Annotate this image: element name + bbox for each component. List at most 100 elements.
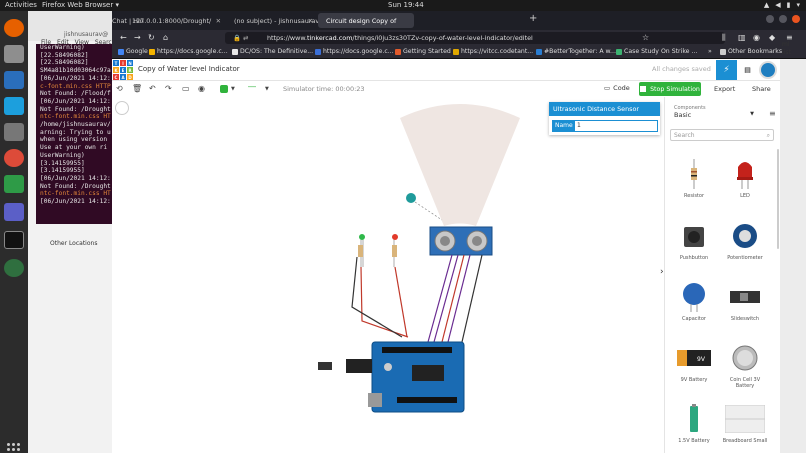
avatar[interactable] (759, 61, 777, 79)
component-capacitor[interactable]: Capacitor (669, 282, 719, 322)
close-window-button[interactable] (792, 15, 800, 23)
more-bookmarks-icon[interactable]: » (708, 48, 712, 55)
code-button[interactable]: ▭Code (604, 84, 630, 92)
tab-label: (no subject) - jishnusaurav (234, 16, 318, 25)
show-apps-icon[interactable] (7, 443, 21, 453)
undo-icon[interactable]: ↶ (149, 84, 156, 93)
bookmark-item[interactable]: DC/OS: The Definitive... (232, 48, 313, 55)
name-value[interactable]: 1 (577, 122, 581, 129)
anaconda-icon[interactable] (4, 259, 24, 277)
bookmark-item[interactable]: Getting Started (395, 48, 451, 55)
browser-tab-active[interactable]: Circuit design Copy of (318, 13, 414, 28)
component-resistor[interactable]: Resistor (669, 159, 719, 199)
code-editor-icon[interactable] (4, 97, 24, 115)
extensions-icon[interactable]: ◆ (769, 33, 776, 42)
terminal-line: SM4a81b10d03064c97a (40, 67, 111, 75)
library-icon[interactable]: ⫼ (722, 33, 726, 42)
list-view-icon[interactable]: ≡ (769, 109, 776, 118)
url-bar[interactable]: 🔒 ⇄ https://www.tinkercad.com/things/i0j… (225, 32, 725, 44)
app-menu[interactable]: Firefox Web Browser ▾ (42, 1, 119, 9)
chevron-down-icon: ▼ (750, 111, 754, 117)
other-bookmarks[interactable]: Other Bookmarks (720, 48, 782, 55)
reload-icon[interactable]: ↻ (148, 33, 155, 42)
design-title[interactable]: Copy of Water level Indicator (138, 65, 240, 73)
teams-icon[interactable] (4, 203, 24, 221)
clock[interactable]: Sun 19:44 (388, 1, 424, 9)
bookmark-item[interactable]: https://docs.google.c... (315, 48, 394, 55)
email-icon[interactable] (4, 45, 24, 63)
component-slideswitch[interactable]: Slideswitch (720, 282, 770, 322)
home-icon[interactable]: ⌂ (163, 33, 169, 42)
browser-tab[interactable]: Chat | Hin (104, 13, 160, 28)
other-locations-link[interactable]: Other Locations (50, 240, 98, 247)
maximize-button[interactable] (779, 15, 787, 23)
firefox-icon[interactable] (4, 19, 24, 37)
camera-icon[interactable] (4, 123, 24, 141)
name-field[interactable]: Name 1 (552, 120, 658, 132)
components-category-select[interactable]: Basic ▼ (674, 111, 754, 119)
collapse-panel-icon[interactable]: › (660, 267, 664, 277)
close-tab-icon[interactable]: ✕ (215, 16, 221, 25)
export-button[interactable]: Export (714, 85, 736, 93)
account-icon[interactable]: ◉ (753, 33, 760, 42)
component-list-button[interactable]: ▤ (744, 66, 751, 74)
bookmark-item[interactable]: https://docs.google.c... (149, 48, 228, 55)
editor-toolbar: ⟲ 🗑 ↶ ↷ ▭ ◉ ▼ ― ▼ Simulator time: 00:00:… (112, 81, 780, 97)
component-label: Potentiometer (727, 255, 763, 261)
wire-type-icon[interactable]: ― (248, 82, 256, 91)
component-pushbutton[interactable]: Pushbutton (669, 221, 719, 261)
component-led[interactable]: LED (720, 159, 770, 199)
redo-icon[interactable]: ↷ (165, 84, 172, 93)
bookmark-item[interactable]: Case Study On Strike ... (616, 48, 697, 55)
target-object[interactable] (406, 193, 416, 203)
chevron-down-icon[interactable]: ▼ (231, 86, 235, 92)
circuit-canvas[interactable] (112, 97, 664, 453)
rotate-icon[interactable]: ⟲ (116, 84, 123, 93)
delete-icon[interactable]: 🗑 (132, 84, 143, 93)
spreadsheet-icon[interactable] (4, 175, 24, 193)
resistor-1[interactable] (358, 245, 363, 257)
ultrasonic-sensor[interactable] (429, 226, 493, 256)
bookmark-item[interactable]: #BetterTogether: A w... (536, 48, 616, 55)
zoom-fit-icon[interactable] (115, 101, 129, 115)
forward-icon[interactable]: → (134, 33, 141, 42)
documents-icon[interactable] (4, 71, 24, 89)
notes-icon[interactable]: ▭ (182, 84, 190, 93)
files-menu-item[interactable]: View (74, 39, 89, 46)
terminal-icon[interactable] (4, 231, 24, 249)
bookmark-star-icon[interactable]: ☆ (642, 33, 650, 42)
stop-simulation-button[interactable]: Stop Simulation (639, 82, 701, 96)
bookmark-item[interactable]: https://vitcc.codetant... (453, 48, 533, 55)
bookmark-item[interactable]: Google (118, 48, 148, 55)
component-1.5v-battery[interactable]: 1.5V Battery (669, 404, 719, 444)
system-tray[interactable]: ▲ ◀ ▮ ▾ (764, 1, 800, 9)
menu-icon[interactable]: ≡ (786, 33, 793, 42)
minimize-button[interactable] (766, 15, 774, 23)
wire-color-swatch[interactable] (220, 85, 228, 93)
browser-tab[interactable]: (no subject) - jishnusaurav✕ (226, 13, 318, 28)
component-9v-battery[interactable]: 9V 9V Battery (669, 343, 719, 383)
browser-tab[interactable]: 127.0.0.1:8000/Drought/✕ (124, 13, 226, 28)
circuit-view-button[interactable]: ⚡ (716, 60, 737, 80)
resistor-2[interactable] (392, 245, 397, 257)
search-input[interactable]: Search ⌕ (670, 129, 774, 141)
activities-button[interactable]: Activities (5, 1, 37, 9)
files-menu-item[interactable]: Search (94, 39, 116, 46)
arduino-board[interactable] (318, 341, 465, 413)
new-tab-button[interactable]: + (529, 13, 538, 24)
close-tab-icon[interactable]: ✕ (307, 16, 313, 25)
component-coin-cell-battery[interactable]: Coin Cell 3V Battery (720, 343, 770, 389)
chevron-down-icon[interactable]: ▼ (265, 86, 269, 92)
share-button[interactable]: Share (752, 85, 771, 93)
files-menu-item[interactable]: Edit (57, 39, 69, 46)
files-menu-item[interactable]: File (41, 39, 52, 46)
eye-icon[interactable]: ◉ (198, 84, 205, 93)
sidebar-icon[interactable]: ▥ (738, 33, 746, 42)
back-icon[interactable]: ← (120, 33, 127, 42)
component-breadboard-small[interactable]: Breadboard Small (720, 404, 770, 444)
chrome-icon[interactable] (4, 149, 24, 167)
component-potentiometer[interactable]: Potentiometer (720, 221, 770, 261)
vitcc-icon (453, 48, 459, 55)
panel-scrollbar[interactable] (777, 149, 779, 249)
